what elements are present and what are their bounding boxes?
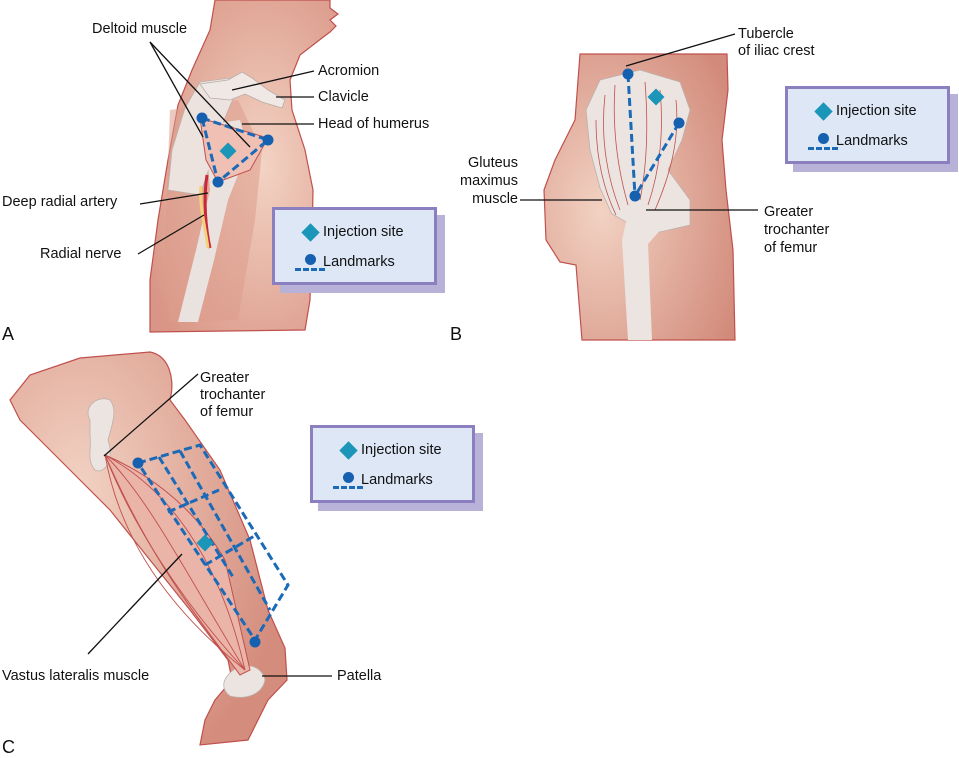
label-tubercle-1: Tubercle <box>738 26 794 42</box>
injection-site-c <box>196 534 214 552</box>
legend-landmarks: Landmarks <box>323 254 395 270</box>
landmark-dot <box>622 68 634 80</box>
label-vastus-lateralis: Vastus lateralis muscle <box>2 668 150 684</box>
injection-site-icon <box>301 223 320 242</box>
landmark-line-b <box>633 122 681 197</box>
legend-injection-site: Injection site <box>323 224 404 240</box>
landmark-dot <box>196 112 208 124</box>
legend-a: Injection site Landmarks <box>272 207 437 285</box>
landmark-dot <box>249 636 261 648</box>
vastus-fibers <box>104 454 246 671</box>
label-tubercle-2: of iliac crest <box>738 43 815 59</box>
label-acromion: Acromion <box>318 63 380 79</box>
leader-lines-a <box>137 41 315 255</box>
panel-letter-c: C <box>2 737 15 757</box>
acromion-bone <box>199 71 286 109</box>
patella-c <box>223 665 266 698</box>
label-gluteus-2: maximus <box>459 173 518 189</box>
label-gluteus-3: muscle <box>472 191 518 207</box>
legend-injection-site: Injection site <box>361 442 442 458</box>
landmark-dot <box>673 117 685 129</box>
legend-b: Injection site Landmarks <box>785 86 950 164</box>
landmark-dot-icon <box>305 254 316 265</box>
landmark-triangle-a <box>199 115 272 185</box>
legend-injection-site: Injection site <box>836 103 917 119</box>
panel-c-drawing <box>9 351 332 746</box>
label-trochanter-b-2: trochanter <box>764 222 830 238</box>
thigh-c <box>9 351 288 746</box>
label-trochanter-c-1: Greater <box>200 370 250 386</box>
landmark-dash-icon <box>808 147 838 150</box>
injection-site-icon <box>814 102 833 121</box>
injection-site-a <box>219 142 237 160</box>
panel-letter-b: B <box>450 324 463 344</box>
label-deep-radial-artery: Deep radial artery <box>2 194 118 210</box>
landmark-grid-c <box>135 443 290 643</box>
femur-b <box>622 200 664 340</box>
panel-letter-a: A <box>2 324 15 344</box>
label-clavicle: Clavicle <box>318 89 369 105</box>
landmark-dot <box>132 457 144 469</box>
injection-site-b <box>647 88 665 106</box>
label-gluteus-1: Gluteus <box>468 155 518 171</box>
gluteus-fibers <box>595 81 678 216</box>
landmark-dot <box>212 176 224 188</box>
label-patella: Patella <box>337 668 382 684</box>
legend-landmarks: Landmarks <box>361 472 433 488</box>
legend-c: Injection site Landmarks <box>310 425 475 503</box>
landmark-dash-icon <box>333 486 363 489</box>
landmark-line-b <box>626 73 637 197</box>
landmark-dot <box>629 190 641 202</box>
landmark-dot-icon <box>818 133 829 144</box>
landmark-dash-icon <box>295 268 325 271</box>
label-trochanter-c-2: trochanter <box>200 387 266 403</box>
label-head-of-humerus: Head of humerus <box>318 116 430 132</box>
leader-lines-b <box>520 33 758 211</box>
pelvis-b <box>585 69 691 233</box>
label-trochanter-c-3: of femur <box>200 404 254 420</box>
landmark-dot <box>262 134 274 146</box>
injection-site-icon <box>339 441 358 460</box>
landmark-dot-icon <box>343 472 354 483</box>
label-trochanter-b-3: of femur <box>764 240 818 256</box>
label-deltoid-muscle: Deltoid muscle <box>92 21 188 37</box>
panel-b-drawing <box>520 33 758 341</box>
label-radial-nerve: Radial nerve <box>40 246 122 262</box>
leader-lines-c <box>87 373 332 677</box>
legend-landmarks: Landmarks <box>836 133 908 149</box>
label-trochanter-b-1: Greater <box>764 204 814 220</box>
artery-a <box>203 174 212 249</box>
